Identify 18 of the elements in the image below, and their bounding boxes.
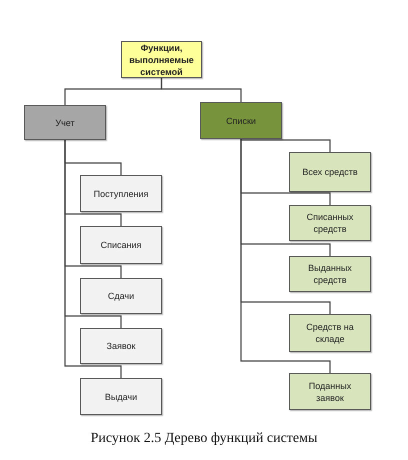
function-box: Поступления bbox=[80, 175, 162, 212]
connector-line bbox=[240, 139, 331, 373]
figure-caption: Рисунок 2.5 Дерево функций системы bbox=[90, 430, 318, 448]
function-box: Списания bbox=[80, 226, 162, 264]
connector-line bbox=[160, 78, 242, 102]
category-box: Списки bbox=[200, 102, 282, 139]
connector-line bbox=[64, 140, 122, 378]
connector-line bbox=[240, 138, 331, 152]
list-box: Выданных средств bbox=[289, 256, 371, 292]
list-box: Списанных средств bbox=[289, 205, 371, 241]
function-box: Сдачи bbox=[80, 278, 162, 314]
list-box: Средств на складе bbox=[289, 314, 371, 352]
category-box: Учет bbox=[24, 105, 106, 140]
root-box: Функции, выполняемые системой bbox=[121, 41, 202, 78]
function-box: Выдачи bbox=[80, 378, 162, 415]
list-box: Всех средств bbox=[289, 152, 371, 192]
function-box: Заявок bbox=[80, 328, 162, 364]
list-box: Поданных заявок bbox=[289, 373, 371, 410]
